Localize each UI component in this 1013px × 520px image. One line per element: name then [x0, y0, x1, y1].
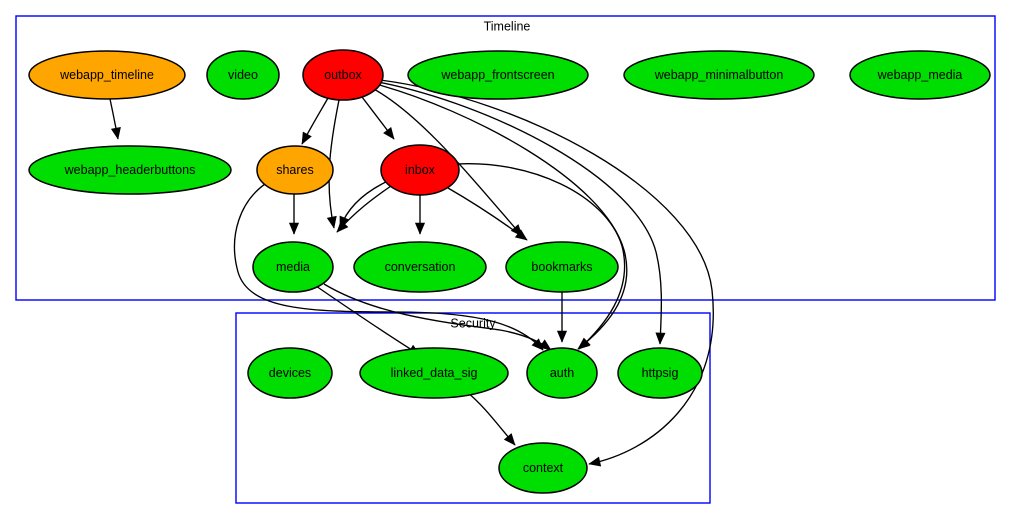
node-shape-inbox[interactable]: [380, 144, 460, 196]
edge-inbox-to-bookmarks: [447, 187, 528, 241]
node-httpsig[interactable]: httpsig: [617, 347, 703, 399]
edge-inbox-to-media: [336, 185, 392, 233]
edge-arrowhead: [110, 126, 121, 140]
node-webapp_headerbuttons[interactable]: webapp_headerbuttons: [28, 145, 232, 195]
node-shape-bookmarks[interactable]: [505, 241, 619, 293]
edge-arrowhead: [588, 456, 602, 467]
edge-shares-to-media: [288, 193, 300, 235]
edge-path: [379, 79, 714, 465]
edge-outbox-to-context: [379, 79, 714, 467]
node-shape-video[interactable]: [206, 50, 280, 100]
node-auth[interactable]: auth: [526, 347, 598, 399]
edge-arrowhead: [556, 330, 568, 343]
node-outbox[interactable]: outbox: [302, 49, 384, 101]
node-shape-auth[interactable]: [526, 347, 598, 399]
edge-path: [375, 83, 628, 350]
edge-media-to-linked_data_sig: [315, 285, 421, 356]
node-shape-linked_data_sig[interactable]: [359, 347, 509, 399]
node-webapp_media[interactable]: webapp_media: [849, 50, 991, 100]
node-shape-conversation[interactable]: [353, 241, 487, 293]
node-webapp_minimalbutton[interactable]: webapp_minimalbutton: [623, 50, 815, 100]
node-shape-webapp_media[interactable]: [849, 50, 991, 100]
edge-path: [377, 81, 663, 345]
node-inbox[interactable]: inbox: [380, 144, 460, 196]
node-shape-outbox[interactable]: [302, 49, 384, 101]
edges-layer: [109, 79, 714, 467]
node-bookmarks[interactable]: bookmarks: [505, 241, 619, 293]
edge-arrowhead: [503, 433, 516, 446]
edge-outbox-to-shares: [301, 97, 329, 145]
edge-bookmarks-to-auth: [556, 292, 568, 343]
cluster-security: Security: [235, 312, 711, 504]
node-shape-webapp_timeline[interactable]: [28, 50, 186, 100]
node-shares[interactable]: shares: [256, 145, 334, 195]
node-conversation[interactable]: conversation: [353, 241, 487, 293]
node-shape-context[interactable]: [498, 442, 588, 494]
node-webapp_timeline[interactable]: webapp_timeline: [28, 50, 186, 100]
node-shape-media[interactable]: [252, 241, 334, 293]
edge-media-to-auth: [323, 283, 552, 351]
edge-arrowhead: [301, 131, 312, 145]
nodes-layer: webapp_timeline video outbox webapp_frontsc…: [28, 49, 991, 494]
edge-arrowhead: [383, 126, 395, 140]
edge-arrowhead: [414, 222, 426, 235]
edge-inbox-to-auth: [456, 163, 626, 350]
node-shape-httpsig[interactable]: [617, 347, 703, 399]
node-devices[interactable]: devices: [247, 347, 333, 399]
edge-arrowhead: [655, 332, 666, 345]
edge-arrowhead: [538, 339, 552, 351]
cluster-label-timeline: Timeline: [484, 19, 531, 33]
node-media[interactable]: media: [252, 241, 334, 293]
node-shape-webapp_minimalbutton[interactable]: [623, 50, 815, 100]
node-shape-shares[interactable]: [256, 145, 334, 195]
edge-arrowhead: [578, 337, 591, 350]
cluster-border-timeline: [15, 15, 996, 301]
node-video[interactable]: video: [206, 50, 280, 100]
cluster-border-security: [235, 312, 711, 504]
edge-arrowhead: [514, 229, 528, 241]
edge-linked_data_sig-to-context: [466, 391, 516, 446]
node-shape-webapp_frontscreen[interactable]: [407, 50, 589, 100]
edge-arrowhead: [288, 222, 300, 235]
edge-outbox-to-auth: [375, 83, 628, 350]
edge-outbox-to-httpsig: [377, 81, 666, 345]
node-shape-webapp_headerbuttons[interactable]: [28, 145, 232, 195]
edge-path: [323, 283, 552, 351]
edge-inbox-to-conversation: [414, 194, 426, 235]
edge-inbox-to-media: [339, 179, 391, 229]
edge-path: [315, 285, 421, 356]
edge-arrowhead: [339, 215, 349, 229]
node-context[interactable]: context: [498, 442, 588, 494]
node-linked_data_sig[interactable]: linked_data_sig: [359, 347, 509, 399]
edge-path: [233, 181, 544, 351]
edge-arrowhead: [326, 215, 337, 229]
cluster-timeline: Timeline: [15, 15, 996, 301]
node-shape-devices[interactable]: [247, 347, 333, 399]
edge-outbox-to-inbox: [361, 96, 395, 140]
edge-path: [456, 163, 626, 350]
edge-webapp_timeline-to-webapp_headerbuttons: [109, 98, 121, 140]
node-webapp_frontscreen[interactable]: webapp_frontscreen: [407, 50, 589, 100]
edge-path: [371, 87, 523, 237]
